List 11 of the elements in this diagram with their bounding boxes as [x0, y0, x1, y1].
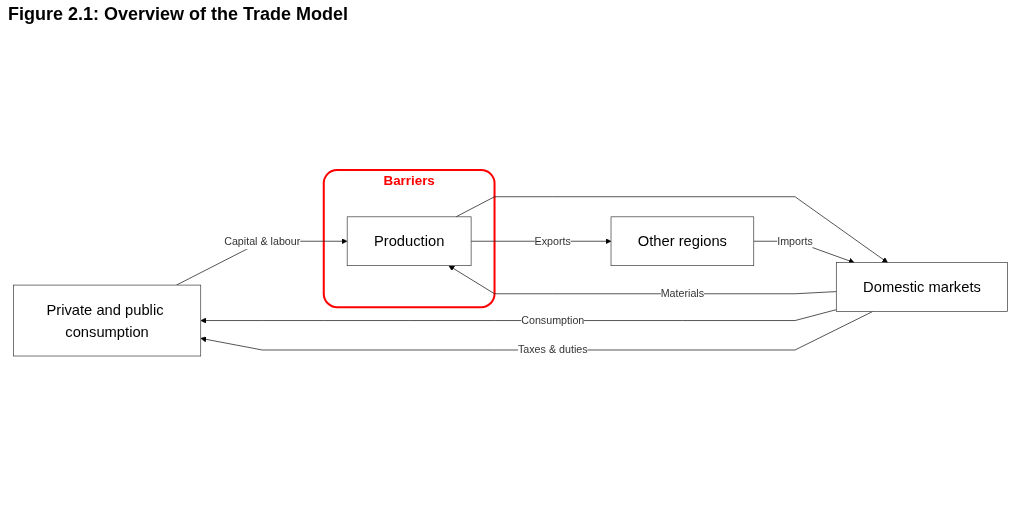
edge-label: Capital & labour — [224, 235, 301, 247]
node-box: Domestic markets — [835, 262, 1008, 312]
node-box: Private and public consumption — [13, 284, 202, 357]
edge-label: Exports — [534, 235, 571, 247]
edge-label: Taxes & duties — [517, 343, 588, 356]
figure-title: Figure 2.1: Overview of the Trade Model — [7, 3, 350, 26]
edge-label: Imports — [777, 235, 813, 247]
node-box: Production — [346, 216, 472, 266]
node-box: Other regions — [610, 216, 755, 266]
edge-label: Consumption — [521, 314, 585, 326]
edge-label: Materials — [660, 287, 705, 300]
